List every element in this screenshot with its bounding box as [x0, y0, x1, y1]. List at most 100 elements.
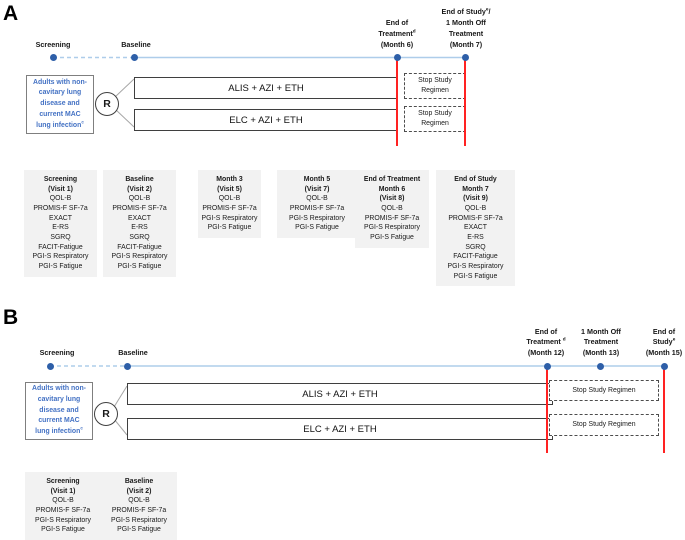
assessment-item: E-RS: [131, 224, 148, 232]
assessment-item: PGI-S Fatigue: [117, 262, 162, 270]
timeline-label: Baseline: [97, 348, 169, 359]
assessment-item: PROMIS-F SF-7a: [112, 204, 167, 212]
assessment-item: QOL-B: [306, 195, 328, 203]
assessment-item: PGI-S Fatigue: [295, 224, 339, 232]
timeline-label-line: Treatment d: [526, 337, 566, 347]
timeline-label: Screening: [21, 348, 93, 359]
assessment-item: QOL-B: [49, 195, 72, 203]
visit-box-header-line: Screening: [46, 478, 80, 485]
assessment-item: PGI-S Fatigue: [370, 233, 414, 241]
assessment-item: PGI-S Respiratory: [35, 516, 91, 524]
population-text-line: current MAC: [38, 417, 80, 425]
stop-regimen-line: Regimen: [421, 87, 449, 94]
timeline-label-line: (Month 6): [380, 39, 414, 49]
timeline-dot: [596, 362, 604, 370]
treatment-arm-bar: ELC + AZI + ETH: [127, 418, 553, 440]
timeline-label-line: (Month 12): [527, 348, 565, 358]
timeline-dot: [123, 362, 131, 370]
assessment-item: E-RS: [52, 224, 69, 232]
timeline-label-line: Treatment: [448, 28, 484, 38]
stop-regimen-line: Stop Study: [418, 77, 452, 85]
visit-box-header-line: Month 6: [378, 185, 406, 193]
assessment-item: QOL-B: [128, 195, 151, 203]
panel-label: B: [3, 306, 19, 329]
visit-box-header-line: Baseline: [124, 478, 154, 485]
assessment-item: SGRQ: [465, 243, 486, 251]
timeline-label-line: (Month 15): [645, 348, 683, 358]
assessment-item: QOL-B: [464, 204, 487, 212]
assessment-item: PGI-S Fatigue: [117, 526, 161, 534]
timeline-label-line: 1 Month Off: [446, 18, 486, 28]
treatment-arm-bar: ELC + AZI + ETH: [134, 109, 398, 131]
stop-regimen-box: Stop Study Regimen: [549, 380, 659, 401]
timeline-label-line: Treatment: [583, 337, 619, 347]
timeline-dot: [393, 54, 401, 61]
treatment-arm-bar: ALIS + AZI + ETH: [134, 77, 398, 99]
end-marker-line: [663, 366, 665, 453]
assessment-item: PGI-S Respiratory: [447, 262, 504, 270]
population-text-line: cavitary lung: [38, 89, 82, 97]
timeline-label: Baseline: [100, 40, 172, 51]
assessment-item: E-RS: [467, 233, 484, 241]
stop-regimen-line: Stop Study Regimen: [572, 421, 636, 429]
assessment-item: PROMIS-F SF-7a: [448, 214, 503, 222]
panel-label: A: [3, 2, 19, 25]
visit-box-header-line: (Visit 2): [126, 487, 152, 495]
treatment-arm-label: ALIS + AZI + ETH: [302, 388, 378, 400]
timeline-label-line: Studye: [652, 337, 676, 347]
assessment-item: PROMIS-F SF-7a: [111, 506, 167, 514]
timeline-label-line: 1 Month Off: [581, 326, 621, 336]
assessment-item: PGI-S Respiratory: [111, 253, 168, 261]
treatment-arm-label: ALIS + AZI + ETH: [228, 82, 304, 94]
assessment-item: PROMIS-F SF-7a: [364, 214, 420, 222]
timeline-dot: [461, 54, 469, 61]
visit-box-header-line: End of Study: [454, 176, 497, 183]
assessment-item: PGI-S Fatigue: [38, 262, 83, 270]
assessment-item: PGI-S Fatigue: [453, 272, 498, 280]
end-marker-line: [464, 57, 466, 146]
assessment-item: PGI-S Respiratory: [364, 224, 420, 232]
randomization-connector: [114, 78, 135, 98]
assessment-item: EXACT: [128, 214, 151, 222]
visit-box-header-line: (Visit 7): [304, 185, 330, 193]
stop-regimen-line: Stop Study Regimen: [572, 386, 636, 394]
timeline-label-line: Screening: [39, 348, 75, 358]
population-text-line: lung infectionc: [35, 425, 83, 436]
visit-box-header-line: (Visit 8): [379, 195, 405, 203]
assessment-item: QOL-B: [218, 195, 241, 203]
treatment-arm-bar: ALIS + AZI + ETH: [127, 383, 553, 405]
visit-box-header-line: End of Treatment: [363, 176, 421, 183]
population-box: Adults with non-cavitary lung disease and…: [25, 382, 93, 440]
visit-box-header-line: (Visit 1): [50, 487, 76, 495]
stop-regimen-box: Stop Study Regimen: [549, 414, 659, 436]
timeline-dot: [660, 362, 668, 370]
assessment-item: EXACT: [464, 224, 487, 232]
timeline-label: Screening: [17, 40, 89, 51]
population-text-line: current MAC: [39, 110, 81, 118]
population-text-line: cavitary lung: [37, 395, 81, 403]
timeline-label-line: (Month 13): [582, 348, 620, 358]
assessment-item: PROMIS-F SF-7a: [289, 204, 345, 212]
population-text-line: disease and: [39, 406, 79, 414]
randomization-circle: R: [95, 92, 119, 116]
stop-regimen-line: Regimen: [421, 120, 449, 127]
assessment-item: PGI-S Fatigue: [207, 224, 252, 232]
timeline-label-line: Baseline: [121, 39, 151, 49]
assessment-item: PGI-S Respiratory: [111, 516, 167, 524]
assessment-item: FACIT-Fatigue: [117, 243, 162, 251]
assessment-item: SGRQ: [50, 233, 71, 241]
randomization-connector: [114, 108, 135, 128]
population-text-line: Adults with non-: [32, 385, 86, 393]
